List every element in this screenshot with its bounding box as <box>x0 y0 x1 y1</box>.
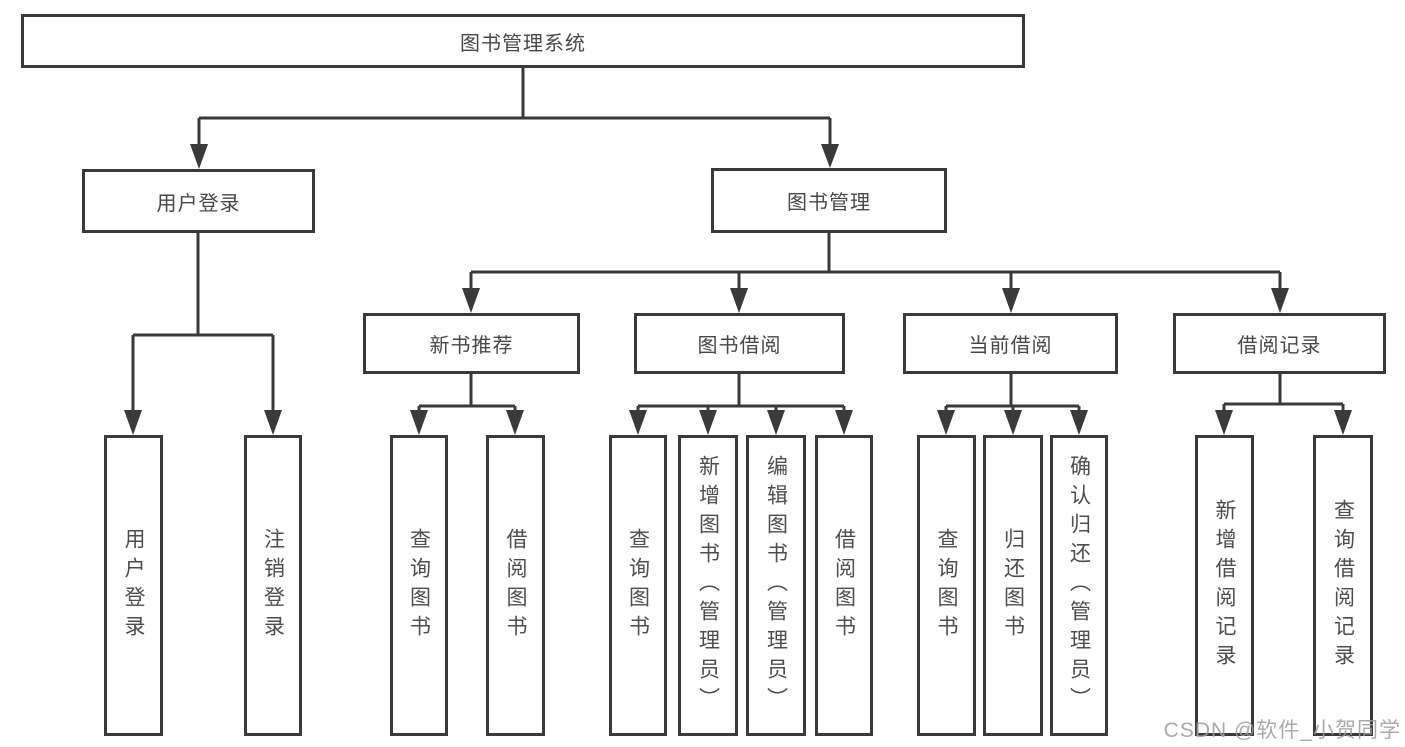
arrowhead <box>835 410 853 435</box>
csdn-watermark: CSDN @软件_小贺同学 <box>1163 719 1401 742</box>
node-borrow-record: 借阅记录 <box>1173 313 1386 374</box>
node-user-login-label: 用户登录 <box>156 192 241 215</box>
arrowhead <box>1002 288 1020 313</box>
leaf-borrow-edit-label: 编辑图书（管理员） <box>764 455 788 716</box>
arrowheads <box>124 144 1352 435</box>
arrowhead <box>821 144 839 168</box>
leaf-newbook-query: 查询图书 <box>390 435 448 736</box>
leaf-newbook-borrow: 借阅图书 <box>486 435 545 736</box>
leaf-borrow-add-label: 新增图书（管理员） <box>696 455 720 716</box>
leaf-borrow-edit: 编辑图书（管理员） <box>746 435 806 736</box>
leaf-current-query: 查询图书 <box>917 435 976 736</box>
node-book-borrow: 图书借阅 <box>634 313 845 374</box>
leaf-borrow-add: 新增图书（管理员） <box>678 435 738 736</box>
node-root-label: 图书管理系统 <box>460 32 586 55</box>
arrowhead <box>767 410 785 435</box>
leaf-borrow-query-label: 查询图书 <box>626 527 650 644</box>
node-new-book-rec-label: 新书推荐 <box>429 335 514 357</box>
leaf-record-add: 新增借阅记录 <box>1195 435 1254 736</box>
edge-bookmgmt-to-level2 <box>469 233 1282 295</box>
edge-borrowrecord-to-leaves <box>1222 374 1345 418</box>
leaf-borrow-borrow-label: 借阅图书 <box>832 527 856 644</box>
edge-newbookrec-to-leaves <box>417 374 517 418</box>
node-borrow-record-label: 借阅记录 <box>1237 335 1322 357</box>
arrowhead <box>1334 410 1352 435</box>
edge-userlogin-to-leaves <box>131 233 275 418</box>
node-current-borrow: 当前借阅 <box>903 313 1118 374</box>
leaf-borrow-borrow: 借阅图书 <box>815 435 873 736</box>
leaf-current-return-label: 归还图书 <box>1001 527 1025 644</box>
leaf-current-confirm-label: 确认归还（管理员） <box>1067 455 1091 716</box>
arrowhead <box>190 144 208 169</box>
node-book-mgmt-label: 图书管理 <box>787 192 871 214</box>
arrowhead <box>937 410 955 435</box>
leaf-borrow-query: 查询图书 <box>609 435 667 736</box>
leaf-current-return: 归还图书 <box>983 435 1043 736</box>
arrowhead <box>730 288 748 313</box>
edge-bookborrow-to-leaves <box>636 374 846 418</box>
leaf-record-query-label: 查询借阅记录 <box>1331 498 1355 673</box>
node-current-borrow-label: 当前借阅 <box>968 335 1053 357</box>
arrowhead <box>699 410 717 435</box>
node-book-borrow-label: 图书借阅 <box>697 335 782 357</box>
edge-root-to-level1 <box>197 68 832 150</box>
node-new-book-rec: 新书推荐 <box>363 313 580 374</box>
leaf-newbook-borrow-label: 借阅图书 <box>504 527 527 644</box>
node-root: 图书管理系统 <box>21 14 1025 68</box>
leaf-user-login: 用户登录 <box>104 435 163 736</box>
arrowhead <box>410 410 428 435</box>
node-book-mgmt: 图书管理 <box>711 168 947 233</box>
leaf-record-add-label: 新增借阅记录 <box>1213 498 1236 673</box>
leaf-current-query-label: 查询图书 <box>935 527 958 644</box>
arrowhead <box>124 410 142 435</box>
arrowhead <box>629 410 647 435</box>
leaf-record-query: 查询借阅记录 <box>1313 435 1373 736</box>
leaf-newbook-query-label: 查询图书 <box>407 527 431 644</box>
leaf-logout: 注销登录 <box>244 435 302 736</box>
arrowhead <box>1271 288 1289 313</box>
node-user-login: 用户登录 <box>82 169 315 233</box>
arrowhead <box>1070 410 1088 435</box>
arrowhead <box>462 288 480 313</box>
arrowhead <box>264 410 282 435</box>
leaf-user-login-label: 用户登录 <box>122 527 145 644</box>
leaf-current-confirm: 确认归还（管理员） <box>1050 435 1108 736</box>
leaf-logout-label: 注销登录 <box>261 527 285 644</box>
arrowhead <box>1004 410 1022 435</box>
arrowhead <box>1215 410 1233 435</box>
arrowhead <box>506 410 524 435</box>
